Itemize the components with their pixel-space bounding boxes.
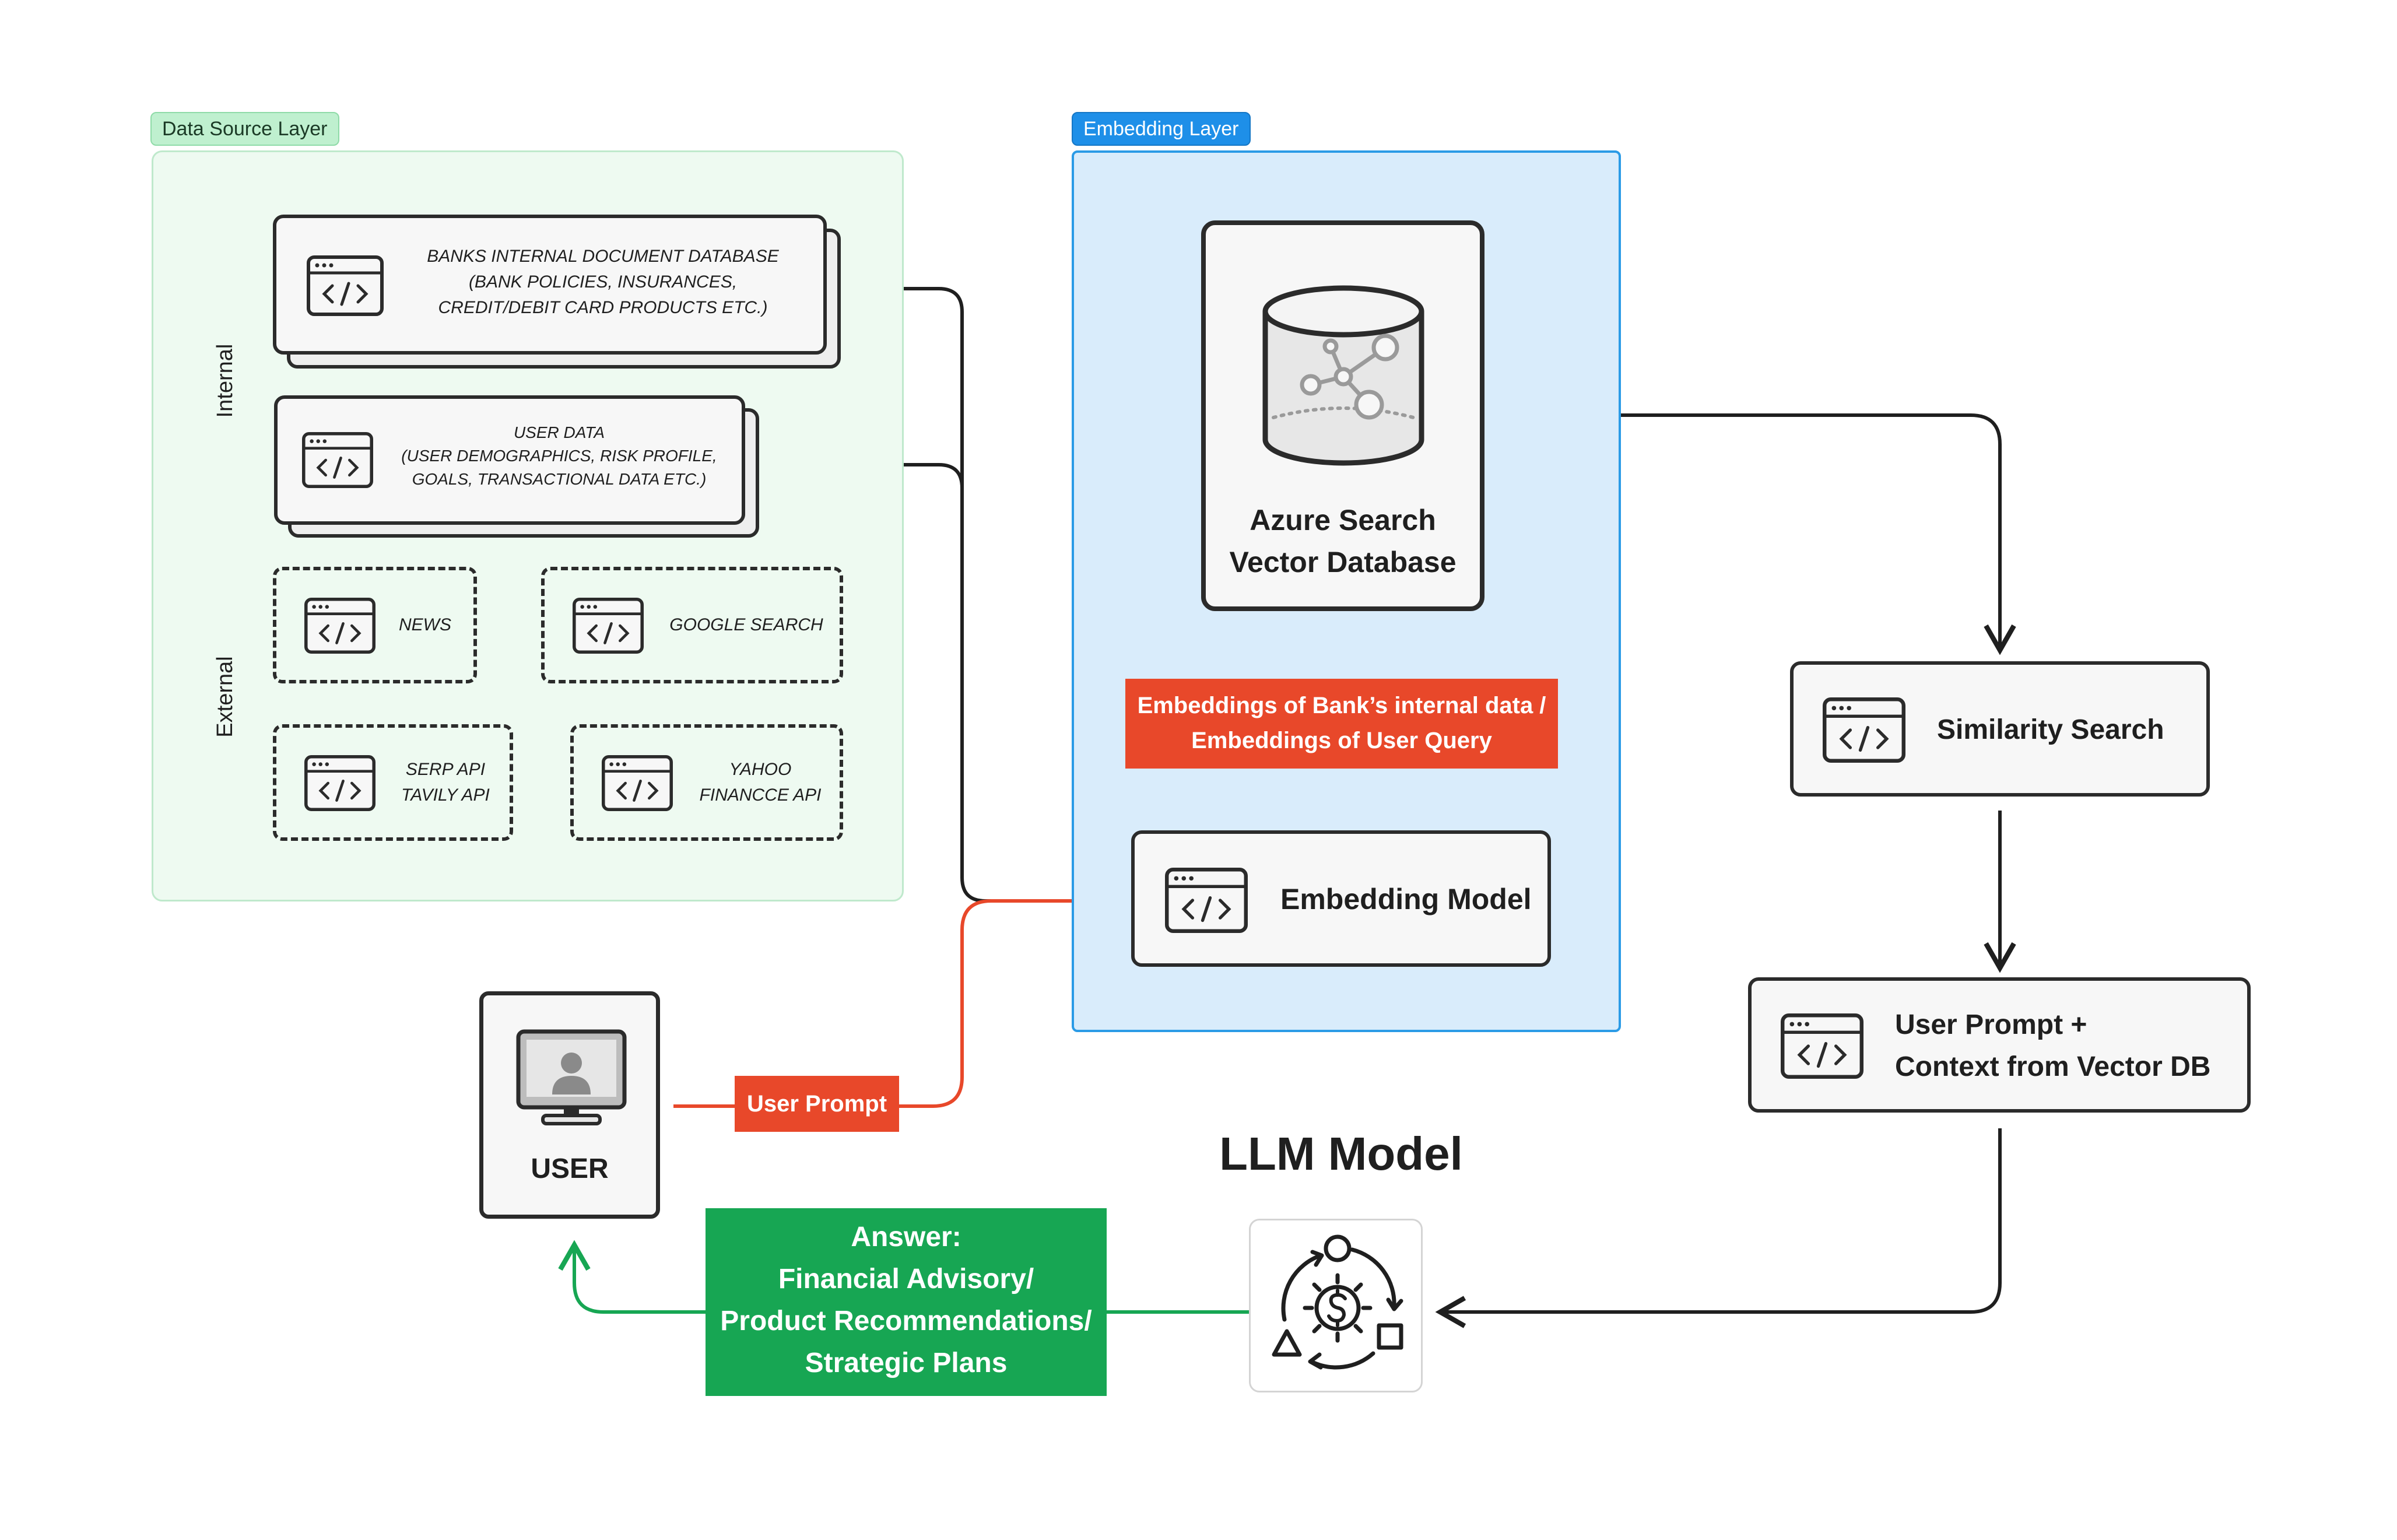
bank-docs-text: BANKS INTERNAL DOCUMENT DATABASE (BANK P… bbox=[427, 247, 779, 317]
serp-api-label: SERP API TAVILY API bbox=[401, 760, 490, 805]
connector-user-prompt bbox=[673, 885, 1125, 1108]
yahoo-finance-label: YAHOO FINANCCE API bbox=[699, 760, 822, 805]
user-prompt-context-label: User Prompt + Context from Vector DB bbox=[1895, 1009, 2211, 1082]
user-data-card[interactable]: USER DATA (USER DEMOGRAPHICS, RISK PROFI… bbox=[274, 395, 745, 525]
code-window-icon bbox=[302, 432, 373, 489]
code-window-icon bbox=[307, 255, 384, 316]
user-monitor-icon bbox=[516, 1029, 627, 1128]
user-prompt-label: User Prompt bbox=[735, 1076, 899, 1132]
similarity-search-label: Similarity Search bbox=[1937, 714, 2164, 745]
code-window-icon bbox=[602, 755, 673, 812]
user-label: USER bbox=[531, 1153, 609, 1184]
external-label: External bbox=[213, 656, 237, 738]
data-source-layer-tag: Data Source Layer bbox=[150, 112, 339, 146]
llm-model-title: LLM Model bbox=[1219, 1128, 1463, 1180]
llm-model-card[interactable] bbox=[1249, 1219, 1423, 1392]
code-window-icon bbox=[304, 597, 375, 654]
connector-llm-to-user bbox=[558, 1240, 1254, 1314]
embedding-model-label: Embedding Model bbox=[1280, 883, 1532, 915]
google-search-source[interactable]: GOOGLE SEARCH bbox=[541, 567, 843, 683]
vector-database-label: Azure Search Vector Database bbox=[1229, 504, 1457, 578]
news-label: NEWS bbox=[399, 615, 451, 634]
code-window-icon bbox=[573, 597, 644, 654]
connector-context-to-llm bbox=[1435, 1128, 2002, 1328]
bank-docs-card[interactable]: BANKS INTERNAL DOCUMENT DATABASE (BANK P… bbox=[273, 215, 827, 355]
google-search-label: GOOGLE SEARCH bbox=[669, 615, 823, 634]
news-source[interactable]: NEWS bbox=[273, 567, 477, 683]
user-data-text: USER DATA (USER DEMOGRAPHICS, RISK PROFI… bbox=[401, 423, 717, 488]
llm-gear-cycle-icon bbox=[1265, 1232, 1410, 1384]
vector-database-card[interactable]: Azure Search Vector Database bbox=[1201, 220, 1484, 611]
user-prompt-context-card[interactable]: User Prompt + Context from Vector DB bbox=[1748, 977, 2251, 1113]
database-network-icon bbox=[1262, 282, 1425, 469]
yahoo-finance-source[interactable]: YAHOO FINANCCE API bbox=[570, 724, 843, 841]
embeddings-note: Embeddings of Bank’s internal data / Emb… bbox=[1125, 679, 1558, 769]
user-card[interactable]: USER bbox=[479, 991, 660, 1219]
similarity-search-card[interactable]: Similarity Search bbox=[1790, 661, 2210, 797]
internal-label: Internal bbox=[213, 343, 237, 418]
answer-box: Answer: Financial Advisory/ Product Reco… bbox=[706, 1208, 1107, 1396]
code-window-icon bbox=[1165, 868, 1248, 933]
embedding-model-card[interactable]: Embedding Model bbox=[1131, 830, 1551, 967]
connector-user-data bbox=[770, 463, 964, 489]
connector-bank-docs bbox=[851, 287, 1050, 903]
code-window-icon bbox=[304, 755, 375, 812]
serp-api-source[interactable]: SERP API TAVILY API bbox=[273, 724, 513, 841]
embedding-layer-tag: Embedding Layer bbox=[1072, 112, 1251, 146]
connector-db-to-search bbox=[1504, 413, 2016, 655]
code-window-icon bbox=[1781, 1013, 1863, 1079]
code-window-icon bbox=[1823, 697, 1905, 763]
